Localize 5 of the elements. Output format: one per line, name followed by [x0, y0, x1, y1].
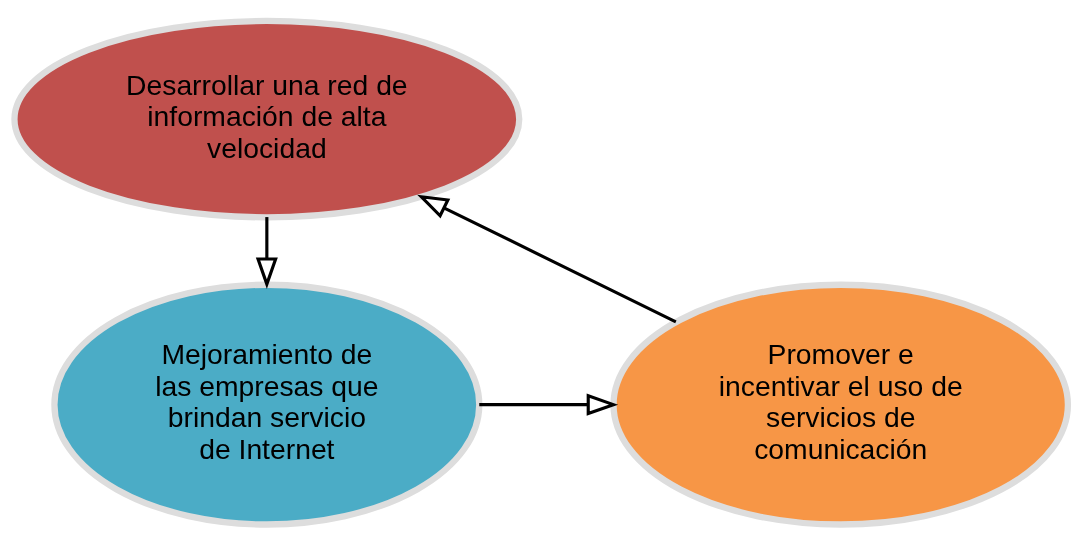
arrow — [255, 217, 278, 289]
arrow — [479, 393, 619, 416]
node-ellipse: Mejoramiento de las empresas que brindan servicio de Internet — [51, 281, 483, 528]
node-ellipse: Promover e incentivar el uso de servicios de comunicación — [610, 281, 1072, 528]
arrow — [417, 194, 677, 324]
